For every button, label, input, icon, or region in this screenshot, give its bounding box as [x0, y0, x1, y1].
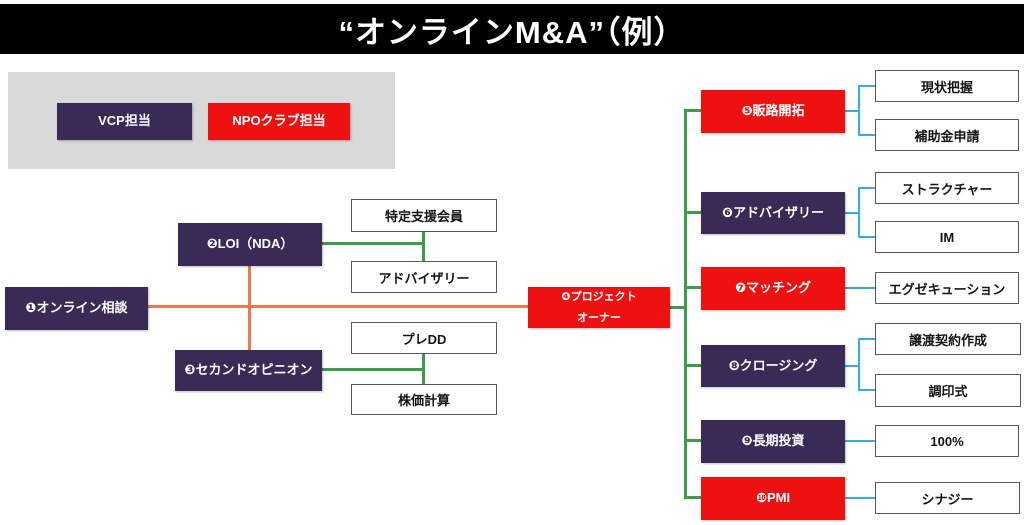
connector-blue-step8-arm2 — [858, 389, 875, 391]
connector-blue-step7 — [845, 287, 875, 289]
node-step9-longterm-investment: ❾長期投資 — [701, 420, 845, 463]
connector-green-loi-vertical — [422, 231, 425, 262]
node-step7-matching: ❼マッチング — [701, 267, 845, 310]
subitem-pre-dd: プレDD — [351, 322, 497, 354]
subitem-tokutei-shien-kaiin: 特定支援会員 — [351, 199, 497, 232]
subitem-chouin-shiki: 調印式 — [875, 374, 1021, 407]
node-step4-line1: ❹プロジェクト — [561, 290, 637, 303]
connector-orange-vertical — [248, 266, 251, 351]
connector-green-stub-step10 — [684, 496, 701, 499]
connector-blue-step5-arm1 — [858, 85, 875, 87]
subitem-hojokin-shinsei: 補助金申請 — [875, 119, 1019, 151]
node-step5-sales-channel: ❺販路開拓 — [701, 90, 845, 133]
subitem-structure: ストラクチャー — [875, 172, 1019, 204]
connector-green-owner-stub — [670, 306, 686, 309]
node-step10-pmi: ❿PMI — [701, 477, 845, 520]
node-step3-second-opinion: ❸セカンドオピニオン — [175, 350, 322, 391]
subitem-synergy: シナジー — [875, 482, 1020, 514]
node-step2-loi-nda: ❷LOI（NDA） — [178, 223, 322, 266]
node-step1-online-soudan: ❶オンライン相談 — [5, 287, 148, 330]
connector-blue-step6-vertical — [858, 187, 860, 238]
connector-blue-step6-stub — [845, 212, 860, 214]
connector-green-stub-step9 — [684, 439, 701, 442]
node-step6-advisory: ❻アドバイザリー — [701, 192, 845, 234]
connector-blue-step5-vertical — [858, 85, 860, 136]
connector-orange-main — [148, 305, 528, 308]
node-step4-line2: オーナー — [577, 311, 621, 324]
node-step4-project-owner: ❹プロジェクト オーナー — [528, 287, 670, 328]
subitem-execution: エグゼキューション — [875, 272, 1019, 304]
subitem-im: IM — [875, 221, 1019, 253]
connector-green-secondopinion-vertical — [422, 353, 425, 385]
title-bar: “オンラインM&A”（例） — [0, 4, 1024, 54]
connector-green-stub-step5 — [684, 109, 701, 112]
connector-blue-step5-stub — [845, 110, 860, 112]
connector-green-secondopinion — [322, 368, 424, 371]
connector-blue-step8-arm1 — [858, 338, 875, 340]
connector-blue-step6-arm2 — [858, 236, 875, 238]
connector-green-trunk — [684, 110, 687, 499]
connector-blue-step10 — [845, 497, 875, 499]
connector-green-stub-step7 — [684, 286, 701, 289]
subitem-joto-keiyaku-sakusei: 譲渡契約作成 — [875, 323, 1021, 355]
connector-blue-step9 — [845, 440, 875, 442]
connector-green-stub-step8 — [684, 364, 701, 367]
node-step8-closing: ❽クロージング — [701, 345, 845, 387]
subitem-advisory-mid: アドバイザリー — [351, 261, 497, 293]
page-title: “オンラインM&A”（例） — [338, 14, 686, 50]
connector-green-loi — [322, 242, 424, 245]
legend-npo: NPOクラブ担当 — [208, 103, 350, 140]
legend-vcp: VCP担当 — [57, 103, 192, 140]
connector-green-stub-step6 — [684, 211, 701, 214]
connector-blue-step8-vertical — [858, 338, 860, 391]
subitem-genjou-haaku: 現状把握 — [875, 70, 1019, 102]
connector-blue-step8-stub — [845, 365, 860, 367]
subitem-kabuka-keisan: 株価計算 — [351, 384, 497, 415]
connector-blue-step6-arm1 — [858, 187, 875, 189]
subitem-100-percent: 100% — [875, 425, 1019, 457]
connector-blue-step5-arm2 — [858, 134, 875, 136]
